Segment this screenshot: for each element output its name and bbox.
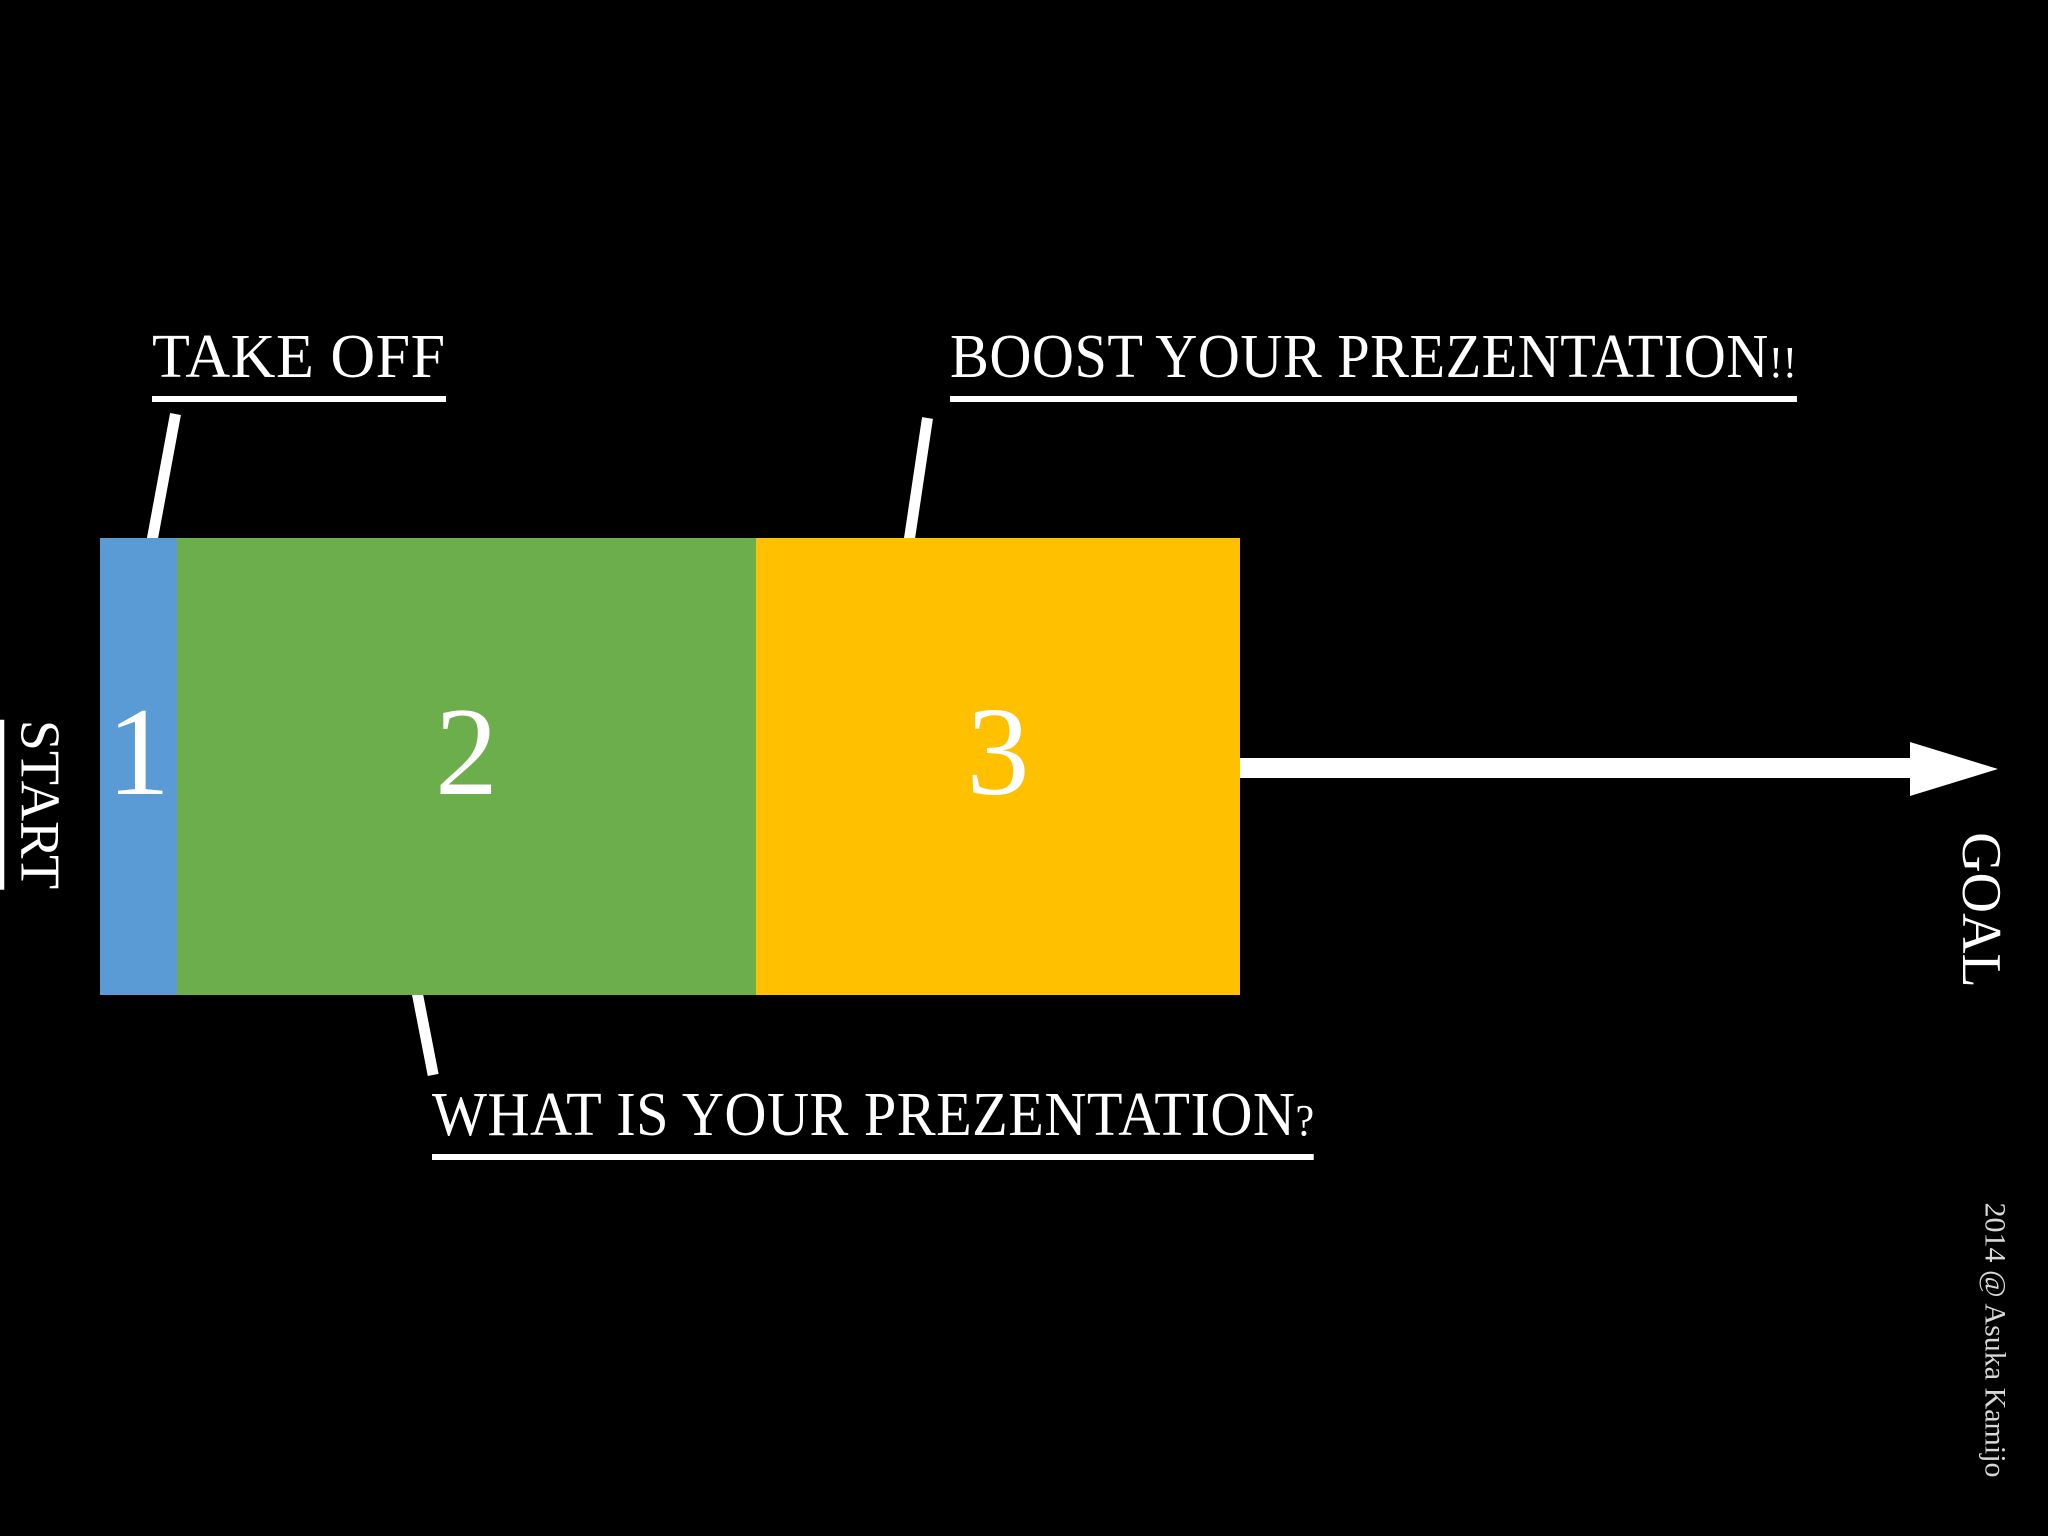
callout-what-is-tail: ? bbox=[1295, 1095, 1315, 1145]
axis-label-goal: GOAL bbox=[1949, 832, 2012, 988]
bar-stage-3-number: 3 bbox=[966, 682, 1030, 822]
bar-stage-3[interactable]: 3 bbox=[756, 538, 1240, 995]
callout-take-off-text: TAKE OFF bbox=[152, 326, 446, 402]
bar-stage-2-number: 2 bbox=[435, 682, 498, 822]
callout-boost-tail: !! bbox=[1768, 337, 1797, 387]
bar-stage-2[interactable]: 2 bbox=[177, 538, 756, 995]
goal-arrow-icon bbox=[1240, 742, 1998, 796]
callout-boost-text: BOOST YOUR PREZENTATION!! bbox=[950, 326, 1797, 402]
callout-take-off: TAKE OFF bbox=[152, 326, 446, 402]
axis-label-start: START bbox=[0, 719, 70, 890]
credit-text: 2014 @ Asuka Kamijo bbox=[1978, 1202, 2012, 1478]
axis-label-start-text: START bbox=[0, 719, 70, 890]
bar-stage-1[interactable]: 1 bbox=[100, 538, 177, 995]
bar-stage-1-number: 1 bbox=[107, 682, 170, 822]
axis-label-goal-text: GOAL bbox=[1949, 832, 2012, 988]
callout-what-is: WHAT IS YOUR PREZENTATION? bbox=[432, 1081, 1315, 1160]
progress-bar: 1 2 3 bbox=[100, 538, 1240, 995]
callout-what-is-text: WHAT IS YOUR PREZENTATION? bbox=[432, 1081, 1315, 1160]
callout-boost-main: BOOST YOUR PREZENTATION bbox=[950, 323, 1769, 391]
callout-boost: BOOST YOUR PREZENTATION!! bbox=[950, 326, 1797, 402]
callout-what-is-main: WHAT IS YOUR PREZENTATION bbox=[432, 1081, 1296, 1149]
